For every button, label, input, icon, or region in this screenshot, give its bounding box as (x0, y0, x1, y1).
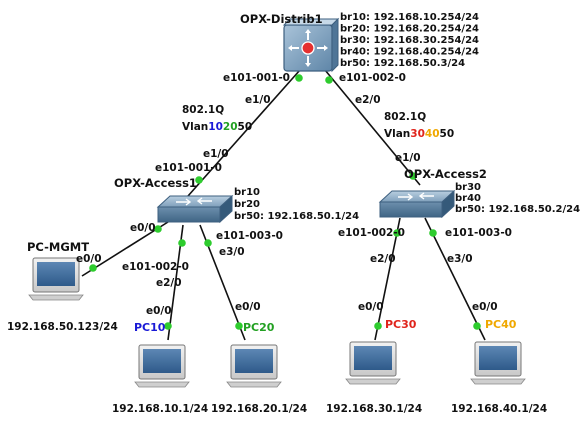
port-dot (393, 229, 401, 237)
vlan-prefix: Vlan (384, 128, 410, 140)
host-mgmt-name: PC-MGMT (27, 240, 89, 254)
distrib-bridge-br30: br30: 192.168.30.254/24 (340, 35, 479, 46)
vlan-50: 50 (238, 121, 253, 133)
vlan-10: 10 (208, 121, 223, 133)
distrib-bridge-br10: br10: 192.168.10.254/24 (340, 12, 479, 23)
port-dot (178, 239, 186, 247)
port-dot (473, 322, 481, 330)
access1-name: OPX-Access1 (114, 176, 197, 190)
access1-bridge-br10: br10 (234, 187, 260, 198)
access2-bridge-br30: br30 (455, 182, 481, 193)
trunk-right-near-port: e1/0 (395, 152, 421, 164)
access2-bridge-br50: br50: 192.168.50.2/24 (455, 204, 580, 215)
access1-port-pc20-sw: e3/0 (219, 246, 245, 258)
host-mgmt[interactable] (28, 257, 84, 301)
access1-port-pc20: e101-003-0 (216, 230, 283, 242)
access2-port-pc40: e101-003-0 (445, 227, 512, 239)
vlan-50: 50 (440, 128, 455, 140)
trunk-right-vlans: Vlan304050 (384, 128, 454, 140)
access2-port-pc30: e101-002-0 (338, 227, 405, 239)
port-indicators (89, 74, 481, 330)
host-pc10[interactable] (134, 344, 190, 388)
switch-icon (378, 189, 456, 219)
computer-icon (226, 344, 282, 388)
access1-bridge-br50: br50: 192.168.50.1/24 (234, 211, 359, 222)
distrib-bridge-br40: br40: 192.168.40.254/24 (340, 47, 479, 58)
vlan-20: 20 (223, 121, 238, 133)
port-dot (204, 239, 212, 247)
host-mgmt-port: e0/0 (76, 253, 102, 265)
link-distrib-access2 (324, 69, 421, 186)
access2-bridge-br40: br40 (455, 193, 481, 204)
port-dot (295, 74, 303, 82)
trunk-right-far-port: e2/0 (355, 94, 381, 106)
host-pc30-ip: 192.168.30.1/24 (326, 403, 422, 415)
vlan-40: 40 (425, 128, 440, 140)
link-access2-pc40 (424, 217, 486, 341)
host-pc40[interactable] (470, 341, 526, 385)
link-access2-pc30 (374, 217, 401, 341)
access2-switch[interactable] (378, 189, 456, 219)
host-pc40-port: e0/0 (472, 301, 498, 313)
distrib-name: OPX-Distrib1 (240, 12, 323, 26)
port-dot (164, 322, 172, 330)
vlan-30: 30 (410, 128, 425, 140)
vlan-prefix: Vlan (182, 121, 208, 133)
trunk-left-vlans: Vlan102050 (182, 121, 252, 133)
link-distrib-access1 (187, 69, 301, 197)
host-pc10-port: e0/0 (146, 305, 172, 317)
access2-name: OPX-Access2 (404, 167, 487, 181)
access1-port-mgmt: e0/0 (130, 222, 156, 234)
port-dot (195, 176, 203, 184)
access1-port-pc10-sw: e2/0 (156, 277, 182, 289)
port-dot (429, 229, 437, 237)
trunk-left-near-if: e101-001-0 (155, 162, 222, 174)
access1-bridge-br20: br20 (234, 199, 260, 210)
access2-port-pc40-sw: e3/0 (447, 253, 473, 265)
port-dot (325, 76, 333, 84)
port-dot (154, 225, 162, 233)
access2-port-pc30-sw: e2/0 (370, 253, 396, 265)
trunk-left-far-port: e1/0 (245, 94, 271, 106)
trunk-right-protocol: 802.1Q (384, 111, 426, 123)
port-dot (409, 172, 417, 180)
host-pc10-name: PC10 (134, 321, 166, 334)
layer3-switch-icon (282, 17, 340, 73)
host-pc10-ip: 192.168.10.1/24 (112, 403, 208, 415)
distrib-switch[interactable] (282, 17, 340, 73)
host-pc20-ip: 192.168.20.1/24 (211, 403, 307, 415)
host-mgmt-ip: 192.168.50.123/24 (7, 321, 118, 333)
host-pc40-name: PC40 (485, 318, 517, 331)
access1-port-pc10: e101-002-0 (122, 261, 189, 273)
host-pc20-name: PC20 (243, 321, 275, 334)
host-pc20-port: e0/0 (235, 301, 261, 313)
trunk-left-protocol: 802.1Q (182, 104, 224, 116)
port-dot (235, 322, 243, 330)
distrib-port-left: e101-001-0 (223, 72, 290, 84)
distrib-bridge-br20: br20: 192.168.20.254/24 (340, 24, 479, 35)
trunk-left-near-port: e1/0 (203, 148, 229, 160)
host-pc30-name: PC30 (385, 318, 417, 331)
switch-icon (156, 194, 234, 224)
host-pc20[interactable] (226, 344, 282, 388)
host-pc30[interactable] (345, 341, 401, 385)
computer-icon (470, 341, 526, 385)
port-dot (89, 264, 97, 272)
port-dot (374, 322, 382, 330)
host-pc30-port: e0/0 (358, 301, 384, 313)
computer-icon (134, 344, 190, 388)
computer-icon (345, 341, 401, 385)
host-pc40-ip: 192.168.40.1/24 (451, 403, 547, 415)
computer-icon (28, 257, 84, 301)
access1-switch[interactable] (156, 194, 234, 224)
distrib-port-right: e101-002-0 (339, 72, 406, 84)
distrib-bridge-br50: br50: 192.168.50.3/24 (340, 58, 465, 69)
